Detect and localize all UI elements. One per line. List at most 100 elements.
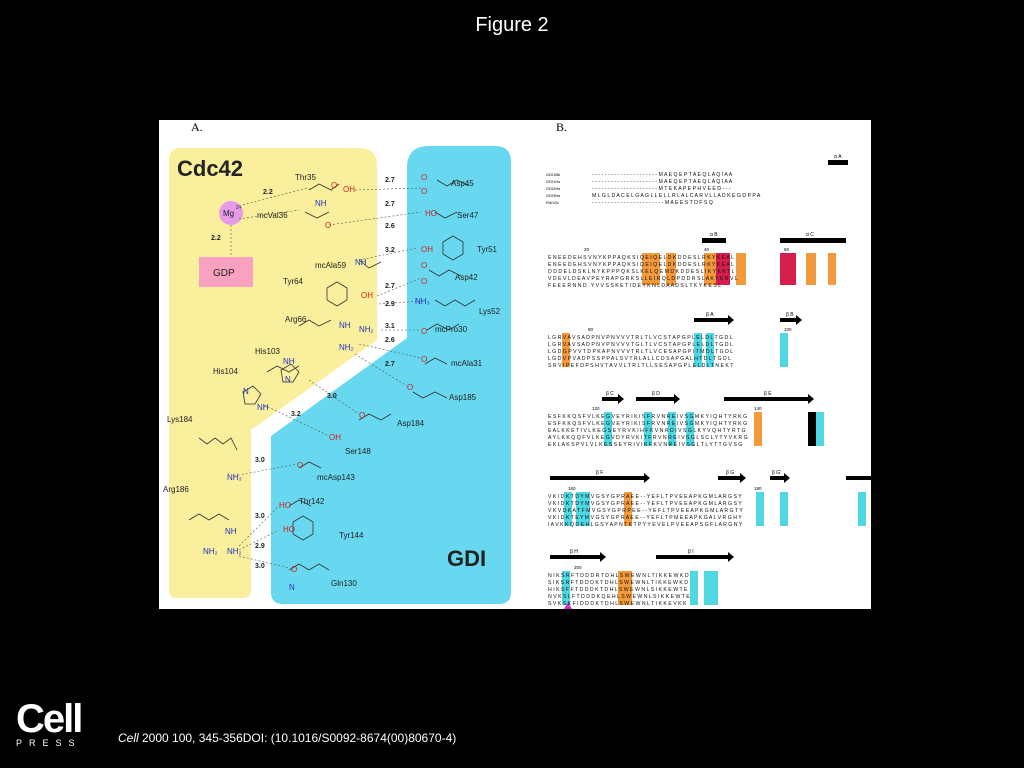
slide-title: Figure 2 — [475, 14, 549, 36]
svg-text:NH: NH — [257, 403, 269, 412]
svg-text:2.7: 2.7 — [385, 201, 395, 208]
svg-text:NH: NH — [225, 527, 237, 536]
svg-text:3.2: 3.2 — [385, 247, 395, 254]
svg-text:V K I D K T D Y M V G S Y G P: V K I D K T D Y M V G S Y G P R A E E - … — [548, 501, 742, 507]
svg-text:2.9: 2.9 — [385, 301, 395, 308]
svg-text:2.7: 2.7 — [385, 177, 395, 184]
secondary-structure — [550, 160, 871, 562]
residue-thr142: Thr142 — [299, 497, 325, 506]
panel-b-letter: B. — [556, 120, 568, 134]
figure-image: A. Cdc42 GDI Mg 2+ GDP — [159, 120, 871, 609]
svg-text:3.0: 3.0 — [327, 393, 337, 400]
svg-text:O: O — [421, 261, 427, 270]
residue-arg186: Arg186 — [163, 485, 189, 494]
panel-a-letter: A. — [191, 120, 203, 134]
svg-text:NH₃: NH₃ — [415, 297, 430, 306]
svg-text:3.0: 3.0 — [255, 563, 265, 570]
svg-text:3.0: 3.0 — [255, 457, 265, 464]
svg-text:β E: β E — [764, 391, 772, 397]
svg-text:β I: β I — [688, 549, 694, 555]
svg-text:GDI1Hs: GDI1Hs — [546, 179, 560, 184]
residue-ser148: Ser148 — [345, 447, 371, 456]
citation-journal: Cell — [118, 731, 139, 745]
svg-text:2.2: 2.2 — [211, 235, 221, 242]
svg-text:120: 120 — [592, 406, 600, 411]
residue-thr35: Thr35 — [295, 173, 316, 182]
svg-text:E K L A K S P V L V L K E S S: E K L A K S P V L V L K E S S E Y R I V … — [548, 442, 742, 448]
citation-details: 2000 100, 345-356DOI: (10.1016/S0092-867… — [138, 731, 457, 745]
svg-text:NH₃: NH₃ — [227, 473, 242, 482]
residue-gln130: Gln130 — [331, 579, 357, 588]
residue-his103: His103 — [255, 347, 280, 356]
svg-text:- - - - - - - - - - - - - - -: - - - - - - - - - - - - - - - - - - - - … — [592, 172, 733, 178]
svg-text:O: O — [407, 383, 413, 392]
svg-text:2.7: 2.7 — [385, 361, 395, 368]
svg-text:N: N — [285, 375, 291, 384]
svg-text:O: O — [325, 221, 331, 230]
svg-text:- - - - - - - - - - - - - - -: - - - - - - - - - - - - - - - - - - - - … — [592, 200, 713, 206]
svg-text:OH: OH — [361, 291, 373, 300]
svg-text:HO: HO — [279, 501, 291, 510]
svg-text:180: 180 — [754, 486, 762, 491]
residue-tyr144: Tyr144 — [339, 531, 364, 540]
svg-text:M L G L D A C E L G A G L L E: M L G L D A C E L G A G L L E L L R L A … — [592, 193, 761, 199]
svg-text:O: O — [421, 327, 427, 336]
molecular-fragments — [188, 179, 476, 571]
svg-text:GDI3Hs: GDI3Hs — [546, 193, 560, 198]
svg-text:β G: β G — [726, 470, 734, 476]
svg-text:V D E V L D E A V P E Y R A P: V D E V L D E A V P E Y R A P G R K S L … — [548, 276, 738, 282]
svg-text:A Y L K K Q Q F V L K E G V D: A Y L K K Q Q F V L K E G V D Y R V K I … — [548, 435, 748, 441]
mg-label: Mg — [223, 209, 234, 218]
svg-text:E N E E D E H S V N Y K P P A: E N E E D E H S V N Y K P P A Q K S I Q … — [548, 262, 734, 268]
residue-mcpro30: mcPro30 — [435, 325, 468, 334]
cell-press-logo: Cell PRESS — [16, 699, 86, 748]
svg-text:100: 100 — [784, 327, 792, 332]
svg-text:NH: NH — [355, 258, 367, 267]
residue-asp185: Asp185 — [449, 393, 477, 402]
svg-text:L G R V A V S A D P N V P N V: L G R V A V S A D P N V P N V V V T G L … — [548, 342, 733, 348]
svg-text:O: O — [297, 461, 303, 470]
mg-charge: 2+ — [236, 205, 242, 211]
svg-text:α C: α C — [806, 232, 814, 238]
svg-text:20: 20 — [584, 247, 590, 252]
residue-asp42: Asp42 — [455, 273, 478, 282]
svg-text:2.2: 2.2 — [263, 189, 273, 196]
svg-text:- - - - - - - - - - - - - - -: - - - - - - - - - - - - - - - - - - - - … — [592, 179, 733, 185]
residue-lys52: Lys52 — [479, 307, 501, 316]
svg-text:NH: NH — [283, 357, 295, 366]
svg-text:N: N — [243, 387, 249, 396]
gdp-box — [199, 257, 253, 287]
svg-text:60: 60 — [784, 247, 790, 252]
svg-text:S R V I P E F D P S H V T A V: S R V I P E F D P S H V T A V V L T R L … — [548, 363, 734, 369]
svg-text:β C: β C — [606, 391, 614, 397]
gdi-region — [271, 146, 511, 604]
svg-text:V K I D K T D Y M V G S Y G P: V K I D K T D Y M V G S Y G P R A E E - … — [548, 494, 742, 500]
svg-text:2.9: 2.9 — [255, 543, 265, 550]
residue-his104: His104 — [213, 367, 238, 376]
svg-text:HO: HO — [425, 209, 437, 218]
residue-mcala31: mcAla31 — [451, 359, 483, 368]
residue-asp45: Asp45 — [451, 179, 474, 188]
svg-text:α A: α A — [834, 154, 842, 160]
svg-text:2.7: 2.7 — [385, 283, 395, 290]
residue-mcasp143: mcAsp143 — [317, 473, 355, 482]
svg-text:β H: β H — [570, 549, 578, 555]
svg-text:2.6: 2.6 — [385, 337, 395, 344]
interaction-diagram: Cdc42 GDI Mg 2+ GDP — [163, 146, 511, 604]
panel-b: B. — [544, 120, 871, 609]
svg-text:E A L K K E T I V L K E G S E: E A L K K E T I V L K E G S E Y R V K I … — [548, 428, 746, 434]
svg-text:3.1: 3.1 — [385, 323, 395, 330]
residue-tyr51: Tyr51 — [477, 245, 498, 254]
svg-text:O: O — [359, 411, 365, 420]
residue-asp184: Asp184 — [397, 419, 425, 428]
gdp-label: GDP — [213, 268, 235, 279]
svg-text:D D D E L D S K L N Y K P P P: D D D E L D S K L N Y K P P P Q K S L K … — [548, 269, 735, 275]
svg-text:2.6: 2.6 — [385, 223, 395, 230]
svg-text:L G D G P V V T D P K A P N V: L G D G P V V T D P K A P N V V V T R L … — [548, 349, 733, 355]
hbond-lines — [230, 187, 422, 569]
svg-text:O: O — [291, 565, 297, 574]
svg-text:L G R V A V S A D P N V P N V: L G R V A V S A D P N V P N V V V T R L … — [548, 335, 733, 341]
svg-text:NH₂: NH₂ — [359, 325, 374, 334]
atom-labels: OH O NH O O O HO OH NH OH O O NH₃ NH₂ NH… — [203, 173, 437, 592]
svg-text:β F: β F — [596, 470, 603, 476]
